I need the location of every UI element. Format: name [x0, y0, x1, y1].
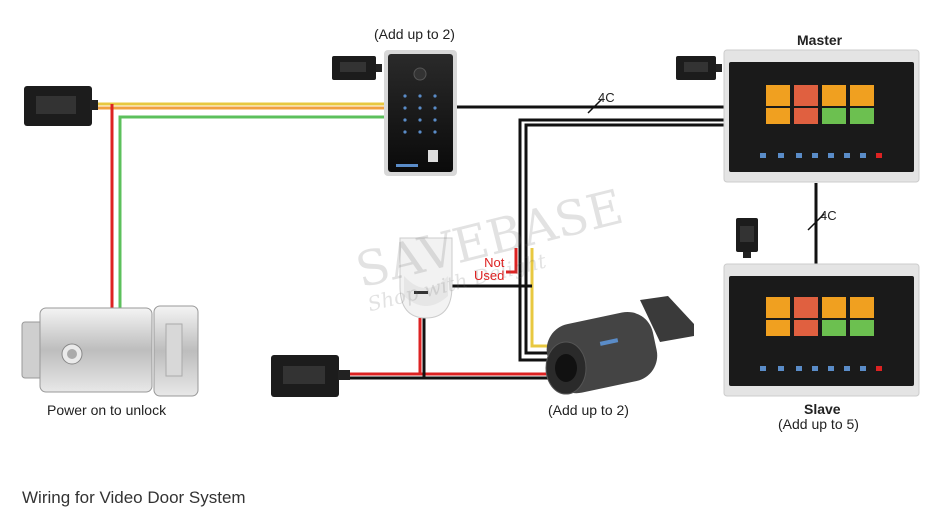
lock-caption: Power on to unlock [47, 402, 167, 418]
wire-black-master-camera-1 [518, 118, 724, 362]
electric-lock [21, 305, 199, 397]
wire-4c-top-label: 4C [598, 90, 615, 105]
slave-caption: (Add up to 5) [778, 416, 859, 432]
tick-4c-right [807, 213, 825, 231]
wire-red-unused [506, 248, 518, 274]
keypad-caption: (Add up to 2) [374, 26, 455, 42]
camera-caption: (Add up to 2) [548, 402, 629, 418]
slave-title: Slave [804, 401, 841, 417]
wire-4c-right-label: 4C [820, 208, 837, 223]
wire-green-lock [118, 115, 384, 308]
watermark: SAVEBASE Shop with Delight [350, 179, 628, 316]
keypad-outdoor-station [384, 50, 457, 176]
not-used-label: Not Used [474, 255, 505, 283]
power-adapter-slave [736, 218, 758, 258]
wire-yellow-camera [530, 248, 552, 348]
master-monitor [723, 49, 920, 183]
master-title: Master [797, 32, 843, 48]
wires [96, 102, 818, 380]
motion-sensor [399, 237, 453, 319]
power-adapter-camera [271, 355, 350, 397]
bullet-camera [545, 296, 694, 395]
slave-monitor [723, 263, 920, 397]
power-adapter-master [676, 56, 722, 80]
power-adapter-keypad [332, 56, 382, 80]
tick-4c-top [587, 98, 603, 114]
footer-caption: Wiring for Video Door System [22, 488, 246, 507]
power-adapter-top-left [24, 86, 98, 126]
wire-black-master-camera-2 [524, 123, 724, 355]
